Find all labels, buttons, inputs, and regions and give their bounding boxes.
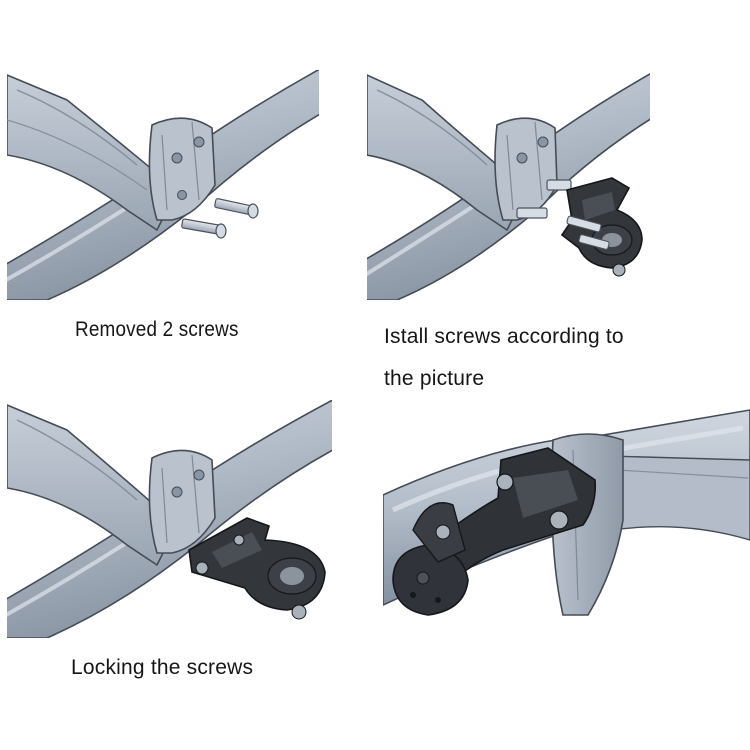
step-2-caption-line: the picture [384, 367, 485, 390]
step-2-caption: Istall screws according to the picture [384, 316, 624, 400]
step-4-illustration [383, 400, 750, 638]
stem-faceplate [148, 449, 216, 554]
step-3-illustration [7, 400, 332, 638]
step-2-illustration [367, 70, 650, 300]
computer-mount [188, 517, 326, 620]
step-3-caption: Locking the screws [71, 656, 254, 679]
screw [516, 179, 572, 219]
stem [367, 74, 528, 232]
computer-mount [392, 447, 597, 616]
stem [7, 74, 178, 232]
removed-screw [214, 198, 259, 219]
step-2-caption-line: Istall screws according to [384, 325, 624, 348]
stem-faceplate [494, 117, 558, 221]
screw [566, 215, 610, 250]
removed-screw [181, 218, 227, 239]
computer-mount [560, 177, 643, 277]
step-1-illustration [7, 70, 319, 300]
stem-faceplate [148, 117, 216, 221]
step-1-caption: Removed 2 screws [75, 318, 239, 341]
